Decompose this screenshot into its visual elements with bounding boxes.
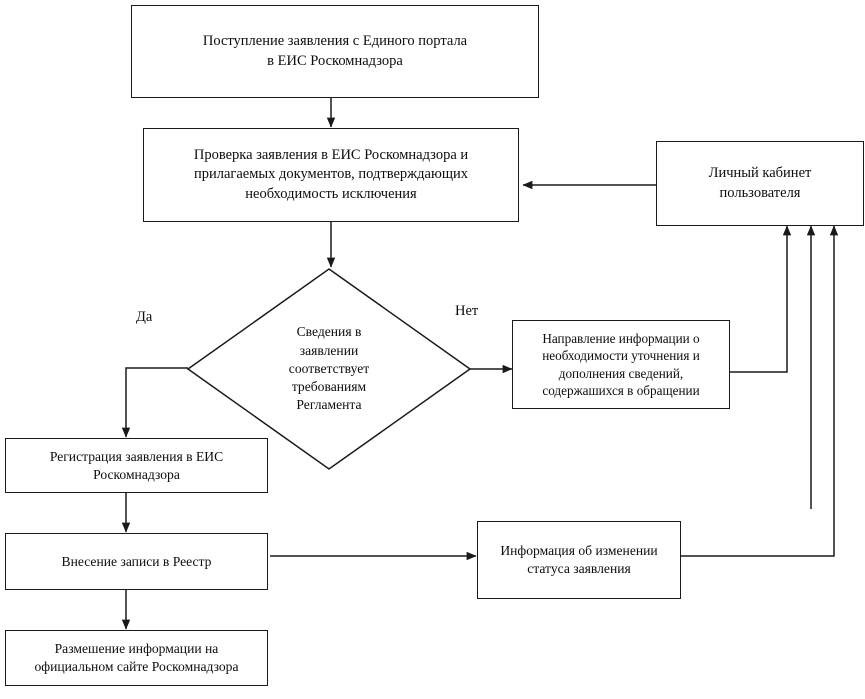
edge-clarify-to-cabinet (730, 225, 792, 373)
edge-label-no: Нет (455, 303, 479, 319)
node-cabinet-label: Личный кабинет пользователя (708, 165, 812, 201)
node-cabinet[interactable]: Личный кабинет пользователя (656, 141, 864, 226)
node-status-label: Информация об изменении статуса заявлени… (500, 543, 658, 576)
node-decision[interactable]: Сведения в заявлении соответствует требо… (186, 267, 472, 471)
node-publish[interactable]: Размешение информации на официальном сай… (5, 630, 268, 686)
node-decision-label: Сведения в заявлении соответствует требо… (288, 324, 370, 413)
node-entry-label: Внесение записи в Реестр (61, 553, 212, 569)
decision-diamond-shape (186, 268, 472, 470)
node-publish-label: Размешение информации на официальном сай… (34, 641, 239, 674)
node-check-label: Проверка заявления в ЕИС Роскомнадзора и… (193, 147, 469, 202)
node-register-label: Регистрация заявления в ЕИС Роскомнадзор… (49, 448, 224, 482)
node-check[interactable]: Проверка заявления в ЕИС Роскомнадзора и… (143, 128, 519, 222)
edge-label-yes: Да (136, 309, 153, 325)
edge-decision-yes-to-register (121, 367, 188, 438)
node-clarify[interactable]: Направление информации о необходимости у… (512, 320, 730, 409)
node-status[interactable]: Информация об изменении статуса заявлени… (477, 521, 681, 599)
node-register[interactable]: Регистрация заявления в ЕИС Роскомнадзор… (5, 438, 268, 493)
node-clarify-label: Направление информации о необходимости у… (542, 330, 700, 398)
node-entry[interactable]: Внесение записи в Реестр (5, 533, 268, 590)
node-start-label: Поступление заявления с Единого портала … (202, 33, 468, 69)
node-start[interactable]: Поступление заявления с Единого портала … (131, 5, 539, 98)
